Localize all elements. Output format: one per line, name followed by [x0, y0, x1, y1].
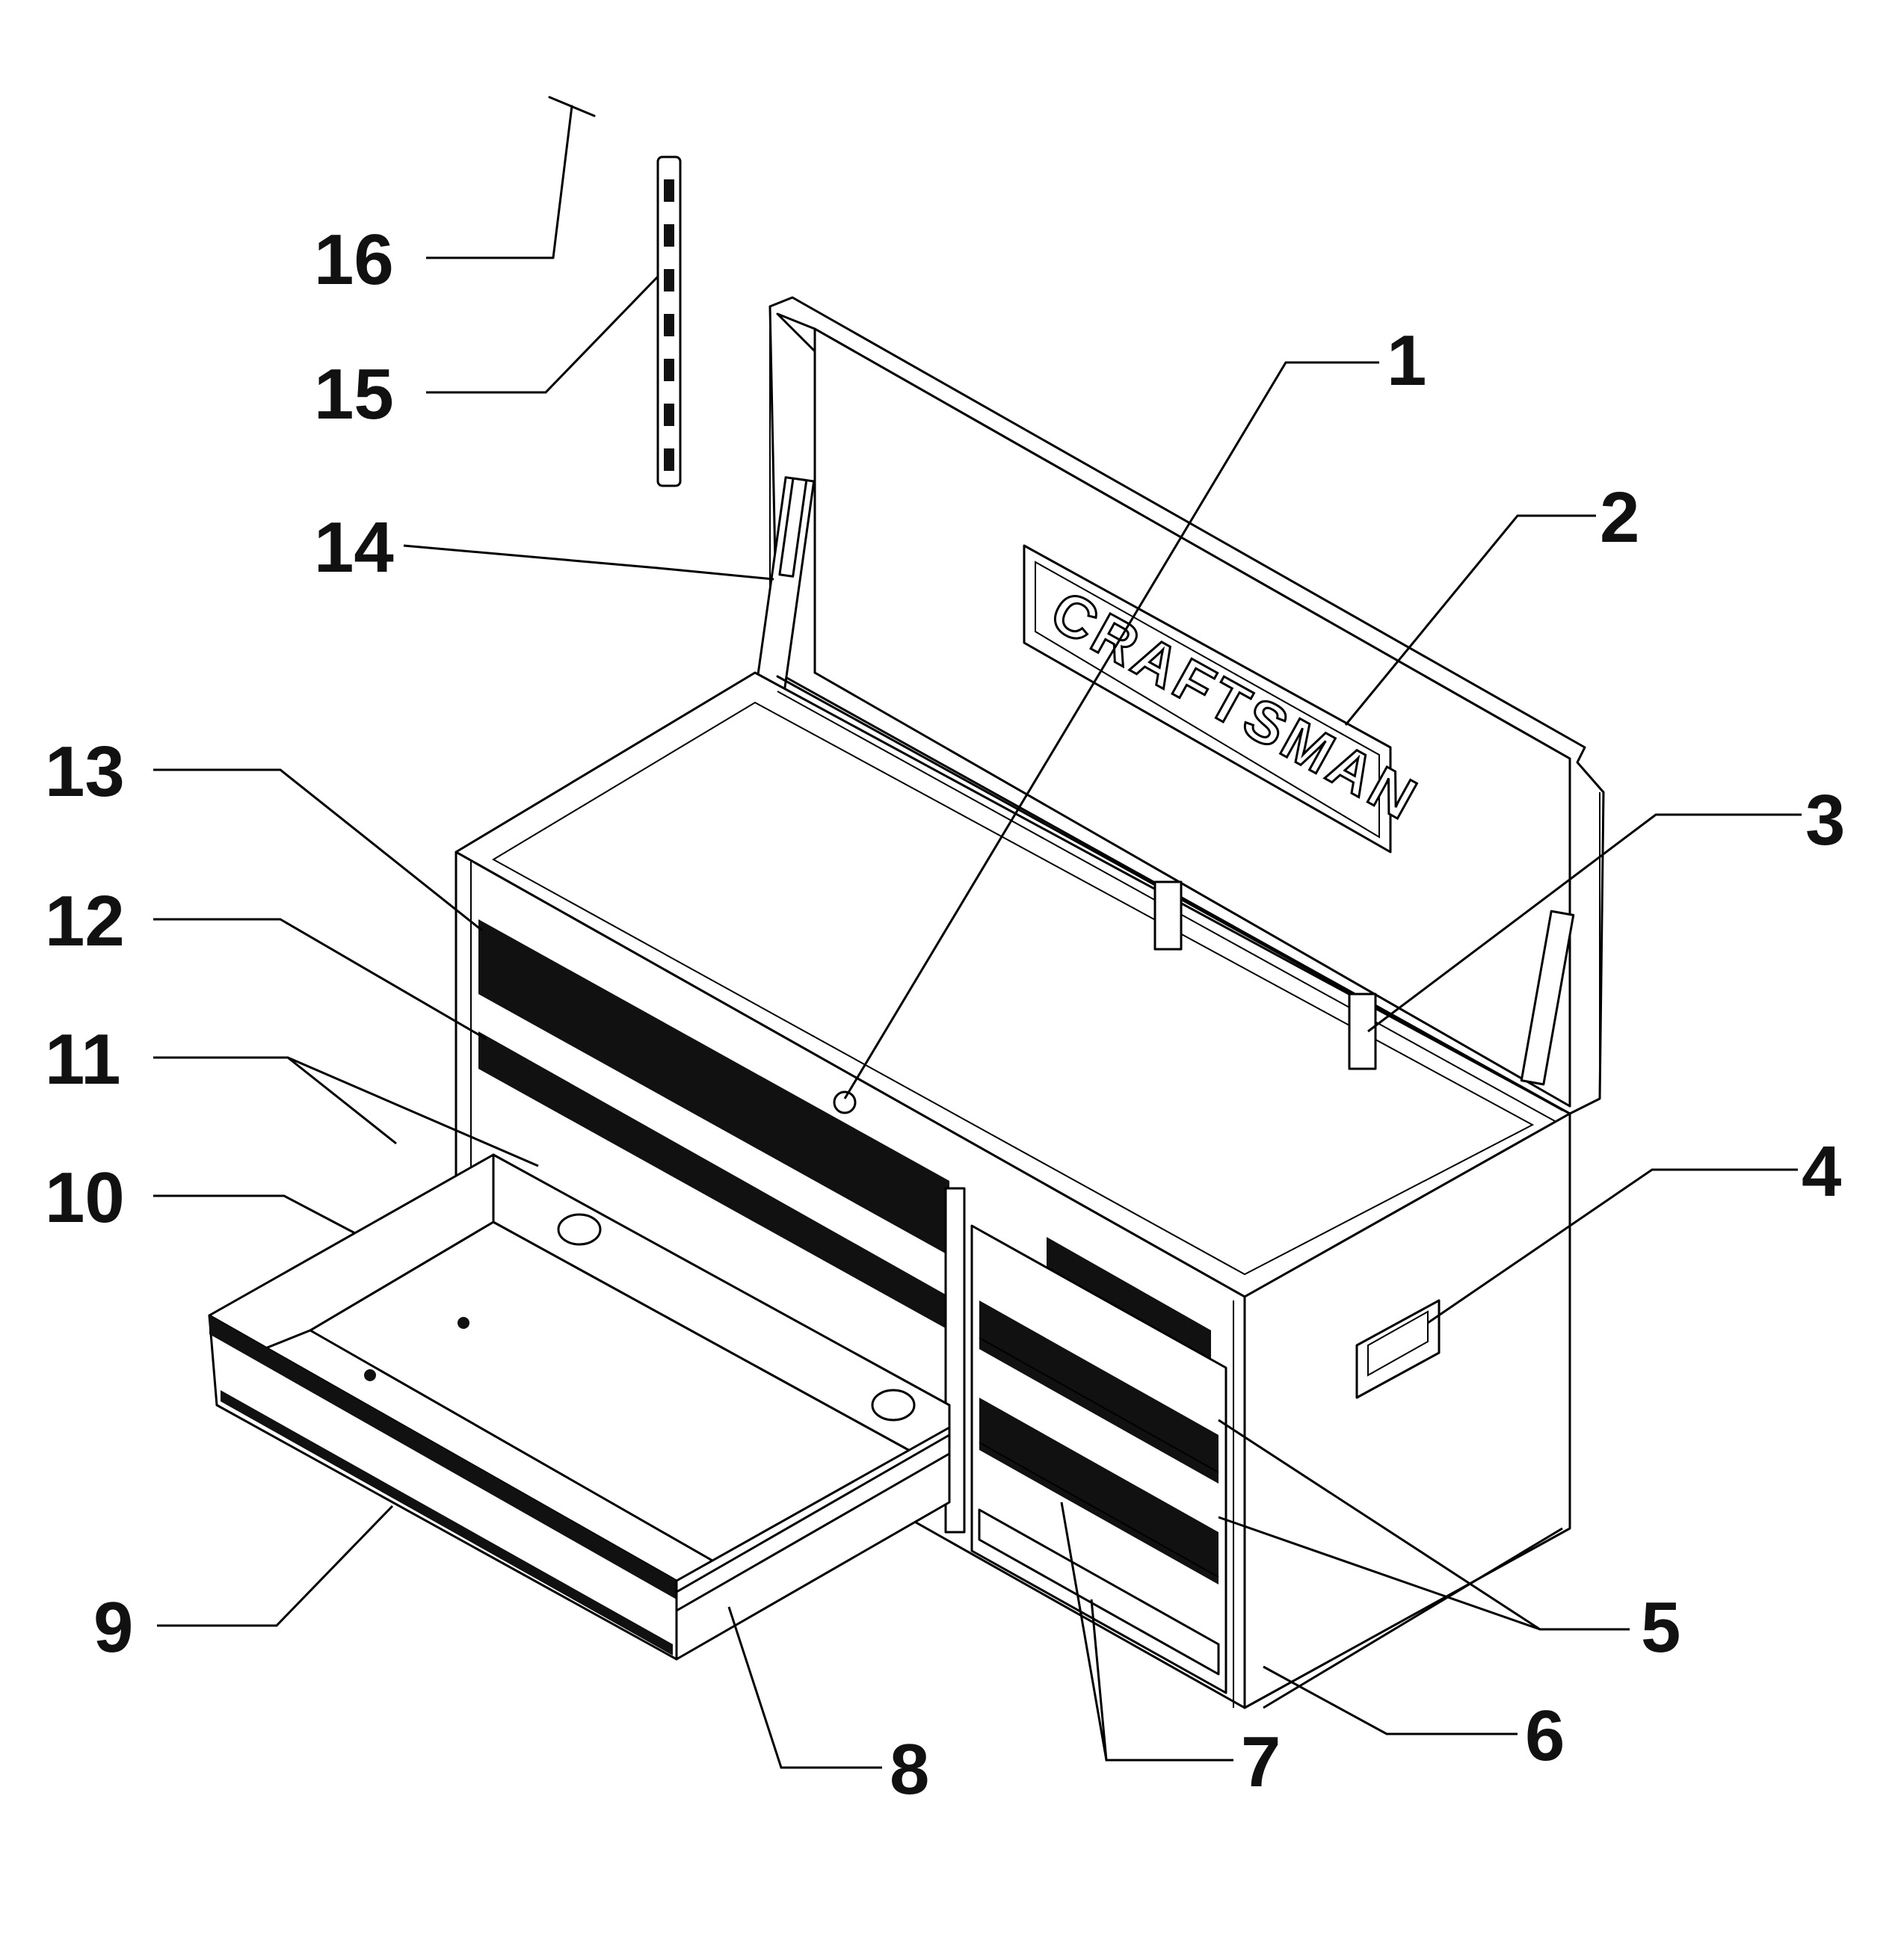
- callout-15: 15: [314, 354, 394, 434]
- leader-1: [843, 361, 1379, 1099]
- callout-9: 9: [93, 1587, 133, 1667]
- front-lock: [833, 1090, 857, 1114]
- leader-5b: [1218, 1516, 1541, 1631]
- leader-12: [153, 918, 487, 1040]
- leader-14: [403, 544, 774, 581]
- leader-lines: [153, 256, 1802, 1769]
- right-drawer-bank: [970, 1224, 1227, 1694]
- leader-10: [153, 1194, 356, 1235]
- callout-8: 8: [890, 1729, 929, 1809]
- lid-support-right: [1520, 910, 1575, 1086]
- callout-labels: 1 2 3 4 5 6 7 8 9 10 11 12 13 14 15 16: [45, 220, 1845, 1809]
- callout-10: 10: [45, 1158, 125, 1238]
- leader-9: [157, 1505, 394, 1627]
- leader-7b: [1090, 1599, 1108, 1761]
- callout-16: 16: [314, 220, 394, 300]
- loose-parts: [548, 96, 682, 487]
- callout-6: 6: [1525, 1696, 1565, 1776]
- callout-2: 2: [1600, 478, 1639, 558]
- leader-13: [153, 768, 483, 932]
- callout-12: 12: [45, 881, 125, 961]
- leader-6b: [1263, 1527, 1563, 1709]
- callout-14: 14: [314, 507, 394, 587]
- leader-8: [727, 1606, 882, 1769]
- callout-5: 5: [1641, 1587, 1680, 1667]
- callout-4: 4: [1802, 1132, 1841, 1212]
- leader-3: [1367, 813, 1802, 1033]
- leader-15: [426, 275, 659, 394]
- side-handle: [1355, 1299, 1441, 1399]
- callout-7: 7: [1241, 1722, 1281, 1802]
- leader-2: [1344, 514, 1596, 726]
- callout-3: 3: [1805, 780, 1845, 860]
- callout-13: 13: [45, 732, 125, 812]
- hinge-bar: [776, 675, 1564, 1122]
- lid-support-left: [753, 476, 816, 705]
- leader-6: [1263, 1665, 1518, 1735]
- open-drawer: [208, 1153, 951, 1661]
- callout-11: 11: [45, 1019, 120, 1099]
- callout-1: 1: [1387, 321, 1426, 401]
- leader-4: [1427, 1168, 1798, 1324]
- leader-11b: [287, 1056, 397, 1145]
